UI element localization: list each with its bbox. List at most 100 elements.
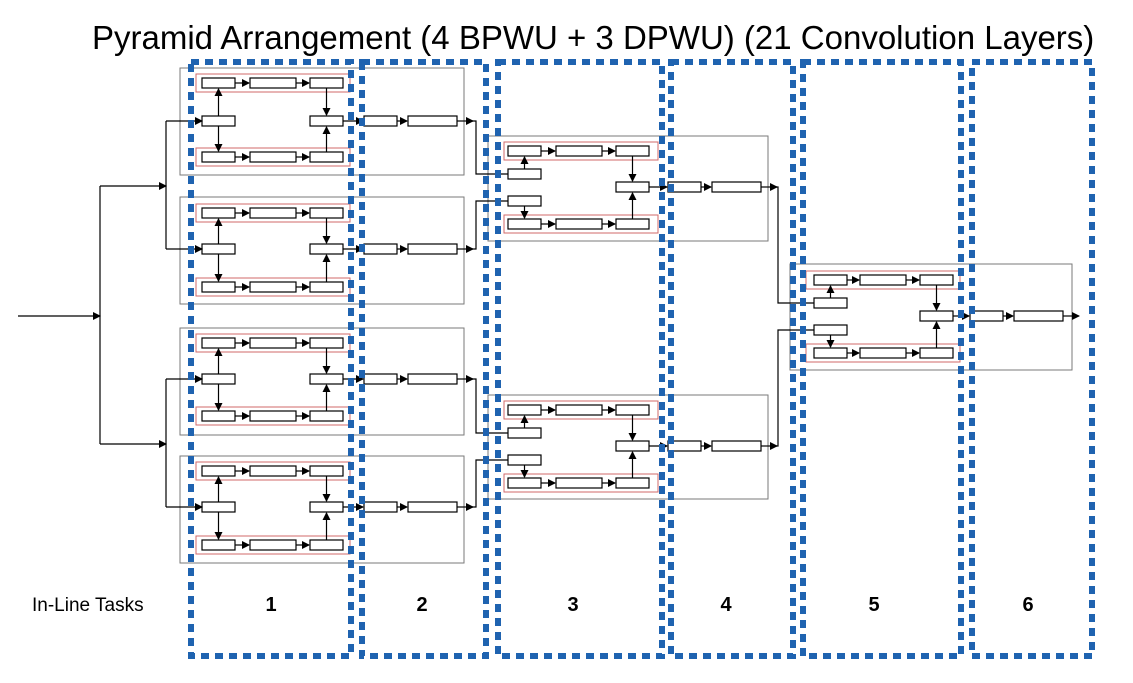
conv-layer-block xyxy=(309,243,344,255)
conv-layer-block xyxy=(201,337,236,349)
unit-outer-box xyxy=(487,135,769,242)
connector-line xyxy=(776,186,814,304)
dpwu-unit-2 xyxy=(487,394,778,500)
conv-layer-block xyxy=(309,410,344,422)
conv-layer-block xyxy=(507,454,542,466)
conv-layer-block xyxy=(507,218,542,230)
connector-line xyxy=(472,459,508,508)
conv-layer-block xyxy=(309,539,344,551)
conv-layer-block xyxy=(201,373,236,385)
connector-line xyxy=(472,200,508,250)
conv-layer-block xyxy=(309,207,344,219)
conv-layer-block xyxy=(615,477,650,489)
conv-layer-block xyxy=(309,115,344,127)
conv-layer-block xyxy=(249,410,297,422)
stage-number-5: 5 xyxy=(868,594,879,616)
conv-layer-block xyxy=(555,145,603,157)
conv-layer-block xyxy=(507,427,542,439)
connector-line xyxy=(472,120,508,175)
stage-box-4 xyxy=(668,59,796,659)
stage-number-3: 3 xyxy=(567,594,578,616)
conv-layer-block xyxy=(1013,310,1064,322)
conv-layer-block xyxy=(859,347,907,359)
conv-layer-block xyxy=(813,297,848,309)
conv-layer-block xyxy=(555,477,603,489)
conv-layer-block xyxy=(309,501,344,513)
conv-layer-block xyxy=(859,274,907,286)
conv-layer-block xyxy=(201,281,236,293)
conv-layer-block xyxy=(507,477,542,489)
stage-box-1 xyxy=(188,59,354,659)
conv-layer-block xyxy=(309,465,344,477)
conv-layer-block xyxy=(201,465,236,477)
conv-layer-block xyxy=(615,218,650,230)
conv-layer-block xyxy=(363,501,398,513)
unit-outer-box xyxy=(179,196,465,305)
conv-layer-block xyxy=(201,501,236,513)
conv-layer-block xyxy=(201,151,236,163)
conv-layer-block xyxy=(615,404,650,416)
branch-lane-bottom xyxy=(503,473,659,493)
conv-layer-block xyxy=(309,373,344,385)
unit-outer-box xyxy=(179,327,465,436)
conv-layer-block xyxy=(919,310,954,322)
branch-lane-top xyxy=(195,461,351,481)
stage-box-5 xyxy=(800,59,964,659)
conv-layer-block xyxy=(201,77,236,89)
conv-layer-block xyxy=(363,115,398,127)
bpwu-unit-3 xyxy=(179,327,474,436)
conv-layer-block xyxy=(249,207,297,219)
connector-line xyxy=(472,378,508,434)
conv-layer-block xyxy=(919,347,954,359)
branch-lane-top xyxy=(503,400,659,420)
conv-layer-block xyxy=(711,440,762,452)
conv-layer-block xyxy=(249,465,297,477)
conv-layer-block xyxy=(615,440,650,452)
stage-box-2 xyxy=(359,59,489,659)
dpwu-unit-1 xyxy=(487,135,778,242)
conv-layer-block xyxy=(249,337,297,349)
conv-layer-block xyxy=(507,145,542,157)
processing-units xyxy=(179,67,1080,564)
bpwu-unit-4 xyxy=(179,455,474,564)
conv-layer-block xyxy=(507,195,542,207)
stage-box-6 xyxy=(969,59,1095,659)
conv-layer-block xyxy=(507,168,542,180)
connector-lines xyxy=(18,117,814,511)
stage-number-4: 4 xyxy=(720,594,732,616)
conv-layer-block xyxy=(615,181,650,193)
conv-layer-block xyxy=(813,274,848,286)
conv-layer-block xyxy=(407,243,458,255)
branch-lane-bottom xyxy=(195,406,351,426)
bpwu-unit-1 xyxy=(179,67,474,176)
unit-outer-box xyxy=(179,455,465,564)
conv-layer-block xyxy=(249,539,297,551)
stage-number-6: 6 xyxy=(1022,594,1033,616)
conv-layer-block xyxy=(363,243,398,255)
conv-layer-block xyxy=(309,281,344,293)
conv-layer-block xyxy=(309,337,344,349)
in-line-tasks-label: In-Line Tasks xyxy=(32,595,144,616)
diagram-title: Pyramid Arrangement (4 BPWU + 3 DPWU) (2… xyxy=(92,19,1094,56)
conv-layer-block xyxy=(309,77,344,89)
conv-layer-block xyxy=(309,151,344,163)
conv-layer-block xyxy=(249,77,297,89)
dpwu-unit-3 xyxy=(789,263,1080,371)
branch-lane-top xyxy=(195,73,351,93)
branch-lane-top xyxy=(503,141,659,161)
conv-layer-block xyxy=(201,243,236,255)
stage-box-3 xyxy=(495,59,665,659)
conv-layer-block xyxy=(615,145,650,157)
bpwu-unit-2 xyxy=(179,196,474,305)
conv-layer-block xyxy=(813,324,848,336)
branch-lane-bottom xyxy=(503,214,659,234)
stage-number-2: 2 xyxy=(416,594,427,616)
conv-layer-block xyxy=(711,181,762,193)
conv-layer-block xyxy=(555,218,603,230)
conv-layer-block xyxy=(201,115,236,127)
conv-layer-block xyxy=(249,151,297,163)
conv-layer-block xyxy=(201,539,236,551)
conv-layer-block xyxy=(249,281,297,293)
conv-layer-block xyxy=(201,410,236,422)
